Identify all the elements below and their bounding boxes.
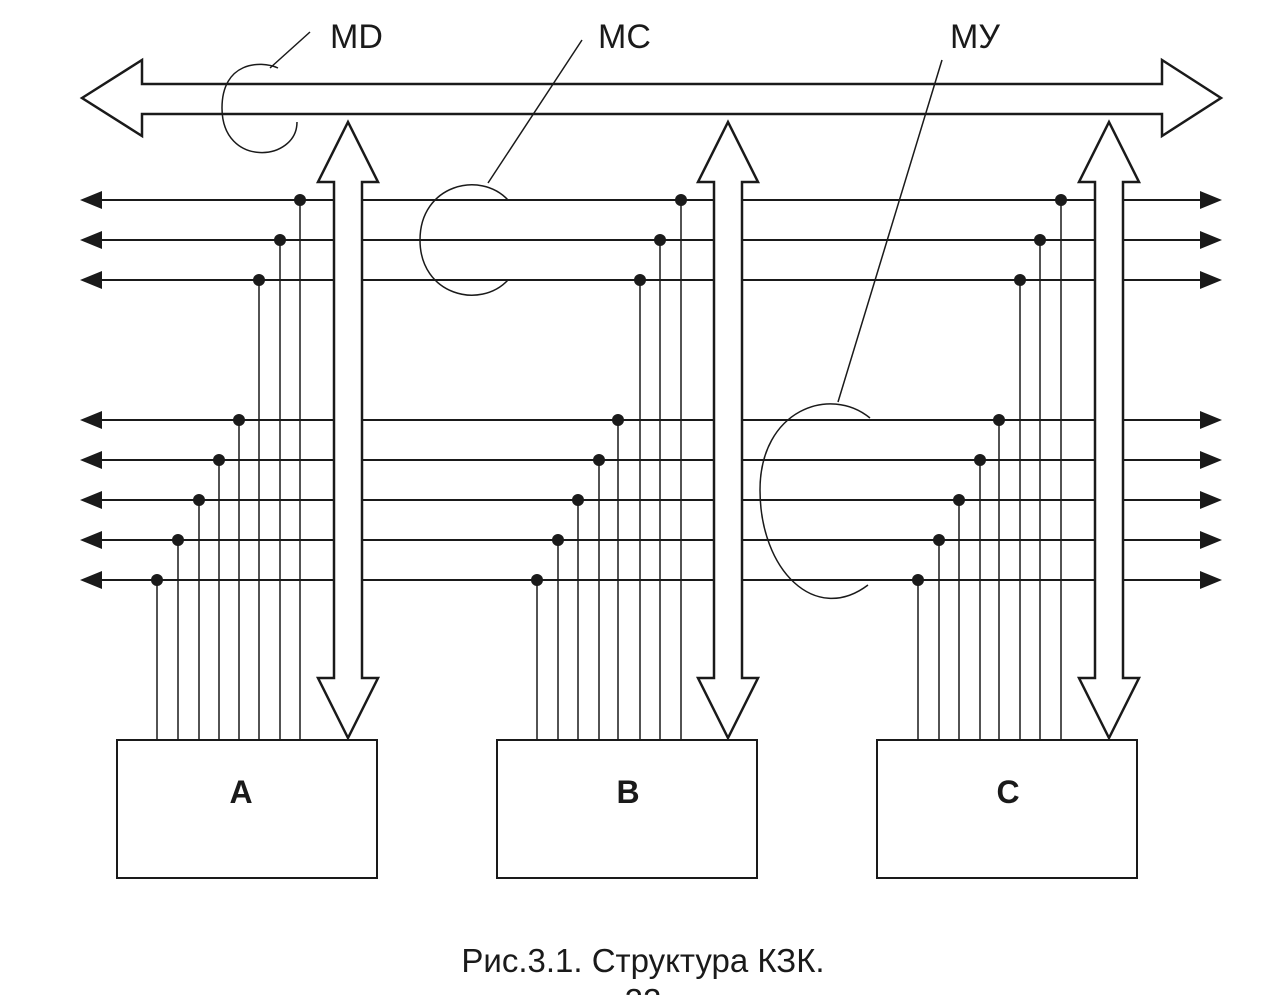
junction-dot — [974, 454, 986, 466]
mc-leader-line — [487, 39, 583, 184]
module-b-taps — [531, 194, 687, 740]
junction-dot — [572, 494, 584, 506]
md-leader-line — [269, 31, 311, 69]
junction-dot — [634, 274, 646, 286]
junction-dot — [953, 494, 965, 506]
arrowhead-right — [1200, 411, 1222, 429]
arrowhead-left — [80, 571, 102, 589]
junction-dot — [933, 534, 945, 546]
mc-bus-bracket — [419, 184, 509, 296]
module-a-data-link-arrow — [315, 119, 381, 741]
module-a-label: A — [229, 774, 252, 810]
figure-caption: Рис.3.1. Структура КЗК. — [461, 942, 824, 979]
module-a: A — [116, 739, 378, 879]
module-b-data-link-arrow — [695, 119, 761, 741]
junction-dot — [193, 494, 205, 506]
module-b-label: B — [616, 774, 639, 810]
mc-bus-label: MC — [598, 18, 651, 56]
module-b-box — [496, 739, 758, 879]
module-b: B — [496, 739, 758, 879]
left-arrowheads — [80, 191, 102, 589]
module-c-label: C — [996, 774, 1019, 810]
junction-dot — [172, 534, 184, 546]
my-leader-line — [837, 59, 943, 403]
module-c-data-link-arrow — [1076, 119, 1142, 741]
arrowhead-left — [80, 451, 102, 469]
md-bus-bracket — [221, 63, 298, 154]
arrowhead-right — [1200, 271, 1222, 289]
junction-dot — [552, 534, 564, 546]
junction-dot — [654, 234, 666, 246]
module-a-box — [116, 739, 378, 879]
md-bus-label: MD — [330, 18, 383, 56]
junction-dot — [213, 454, 225, 466]
junction-dot — [993, 414, 1005, 426]
arrowhead-right — [1200, 451, 1222, 469]
junction-dot — [253, 274, 265, 286]
arrowhead-right — [1200, 531, 1222, 549]
arrowhead-left — [80, 491, 102, 509]
data-bus-md — [79, 57, 1224, 139]
arrowhead-left — [80, 191, 102, 209]
module-a-taps — [151, 194, 306, 740]
junction-dot — [1055, 194, 1067, 206]
junction-dot — [675, 194, 687, 206]
my-bus-label: MУ — [950, 18, 1000, 56]
arrowhead-right — [1200, 231, 1222, 249]
my-bus-bracket — [759, 403, 871, 599]
arrowhead-left — [80, 411, 102, 429]
right-arrowheads — [1200, 191, 1222, 589]
arrowhead-right — [1200, 491, 1222, 509]
junction-dot — [151, 574, 163, 586]
arrowhead-left — [80, 271, 102, 289]
page-number: 22 — [625, 982, 662, 995]
arrowhead-right — [1200, 191, 1222, 209]
arrowhead-left — [80, 231, 102, 249]
junction-dot — [912, 574, 924, 586]
junction-dot — [233, 414, 245, 426]
signal-lines-group — [100, 199, 1202, 581]
module-c-box — [876, 739, 1138, 879]
junction-dot — [612, 414, 624, 426]
junction-dot — [294, 194, 306, 206]
arrowhead-right — [1200, 571, 1222, 589]
arrowhead-left — [80, 531, 102, 549]
junction-dot — [1014, 274, 1026, 286]
junction-dot — [531, 574, 543, 586]
junction-dot — [593, 454, 605, 466]
module-c-taps — [912, 194, 1067, 740]
junction-dot — [1034, 234, 1046, 246]
junction-dot — [274, 234, 286, 246]
module-c: C — [876, 739, 1138, 879]
